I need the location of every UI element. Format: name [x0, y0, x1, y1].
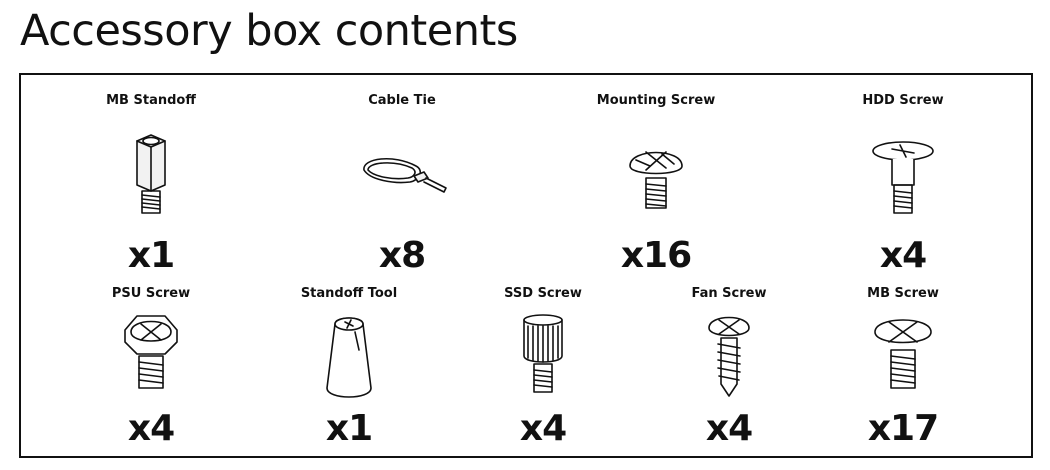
- standoff-icon: [136, 134, 166, 214]
- item-label: MB Screw: [867, 286, 939, 301]
- item-quantity: x1: [325, 408, 373, 449]
- item-quantity: x4: [519, 408, 567, 449]
- item-fan-screw: Fan Screw x4: [669, 280, 789, 456]
- item-mb-screw: MB Screw x17: [841, 280, 965, 456]
- item-quantity: x16: [620, 235, 692, 276]
- item-label: Fan Screw: [691, 286, 767, 301]
- item-quantity: x4: [879, 235, 927, 276]
- item-ssd-screw: SSD Screw x4: [483, 280, 603, 456]
- item-psu-screw: PSU Screw x4: [91, 280, 211, 456]
- page-title: Accessory box contents: [20, 6, 518, 56]
- item-quantity: x17: [867, 408, 939, 449]
- item-label: Mounting Screw: [596, 93, 716, 108]
- item-label: MB Standoff: [106, 93, 196, 108]
- item-label: SSD Screw: [504, 286, 582, 301]
- item-label: PSU Screw: [111, 286, 191, 301]
- item-cable-tie: Cable Tie x8: [337, 75, 467, 280]
- fan-screw-icon: [708, 316, 750, 397]
- item-quantity: x4: [705, 408, 753, 449]
- standoff-tool-icon: [326, 317, 372, 398]
- item-standoff-tool: Standoff Tool x1: [284, 280, 414, 456]
- ssd-screw-icon: [523, 314, 563, 393]
- item-quantity: x4: [127, 408, 175, 449]
- item-label: Standoff Tool: [300, 286, 398, 301]
- hdd-screw-icon: [872, 141, 934, 214]
- psu-screw-icon: [124, 315, 178, 389]
- item-mb-standoff: MB Standoff x1: [91, 75, 211, 280]
- item-quantity: x8: [378, 235, 426, 276]
- item-mounting-screw: Mounting Screw x16: [591, 75, 721, 280]
- item-hdd-screw: HDD Screw x4: [841, 75, 965, 280]
- item-label: Cable Tie: [368, 93, 436, 108]
- mb-screw-icon: [874, 319, 932, 389]
- mounting-screw-icon: [629, 151, 683, 209]
- item-quantity: x1: [127, 235, 175, 276]
- accessory-box-panel: MB Standoff x1 Cable Tie x8: [19, 73, 1033, 458]
- cable-tie-icon: [363, 157, 447, 193]
- item-label: HDD Screw: [862, 93, 944, 108]
